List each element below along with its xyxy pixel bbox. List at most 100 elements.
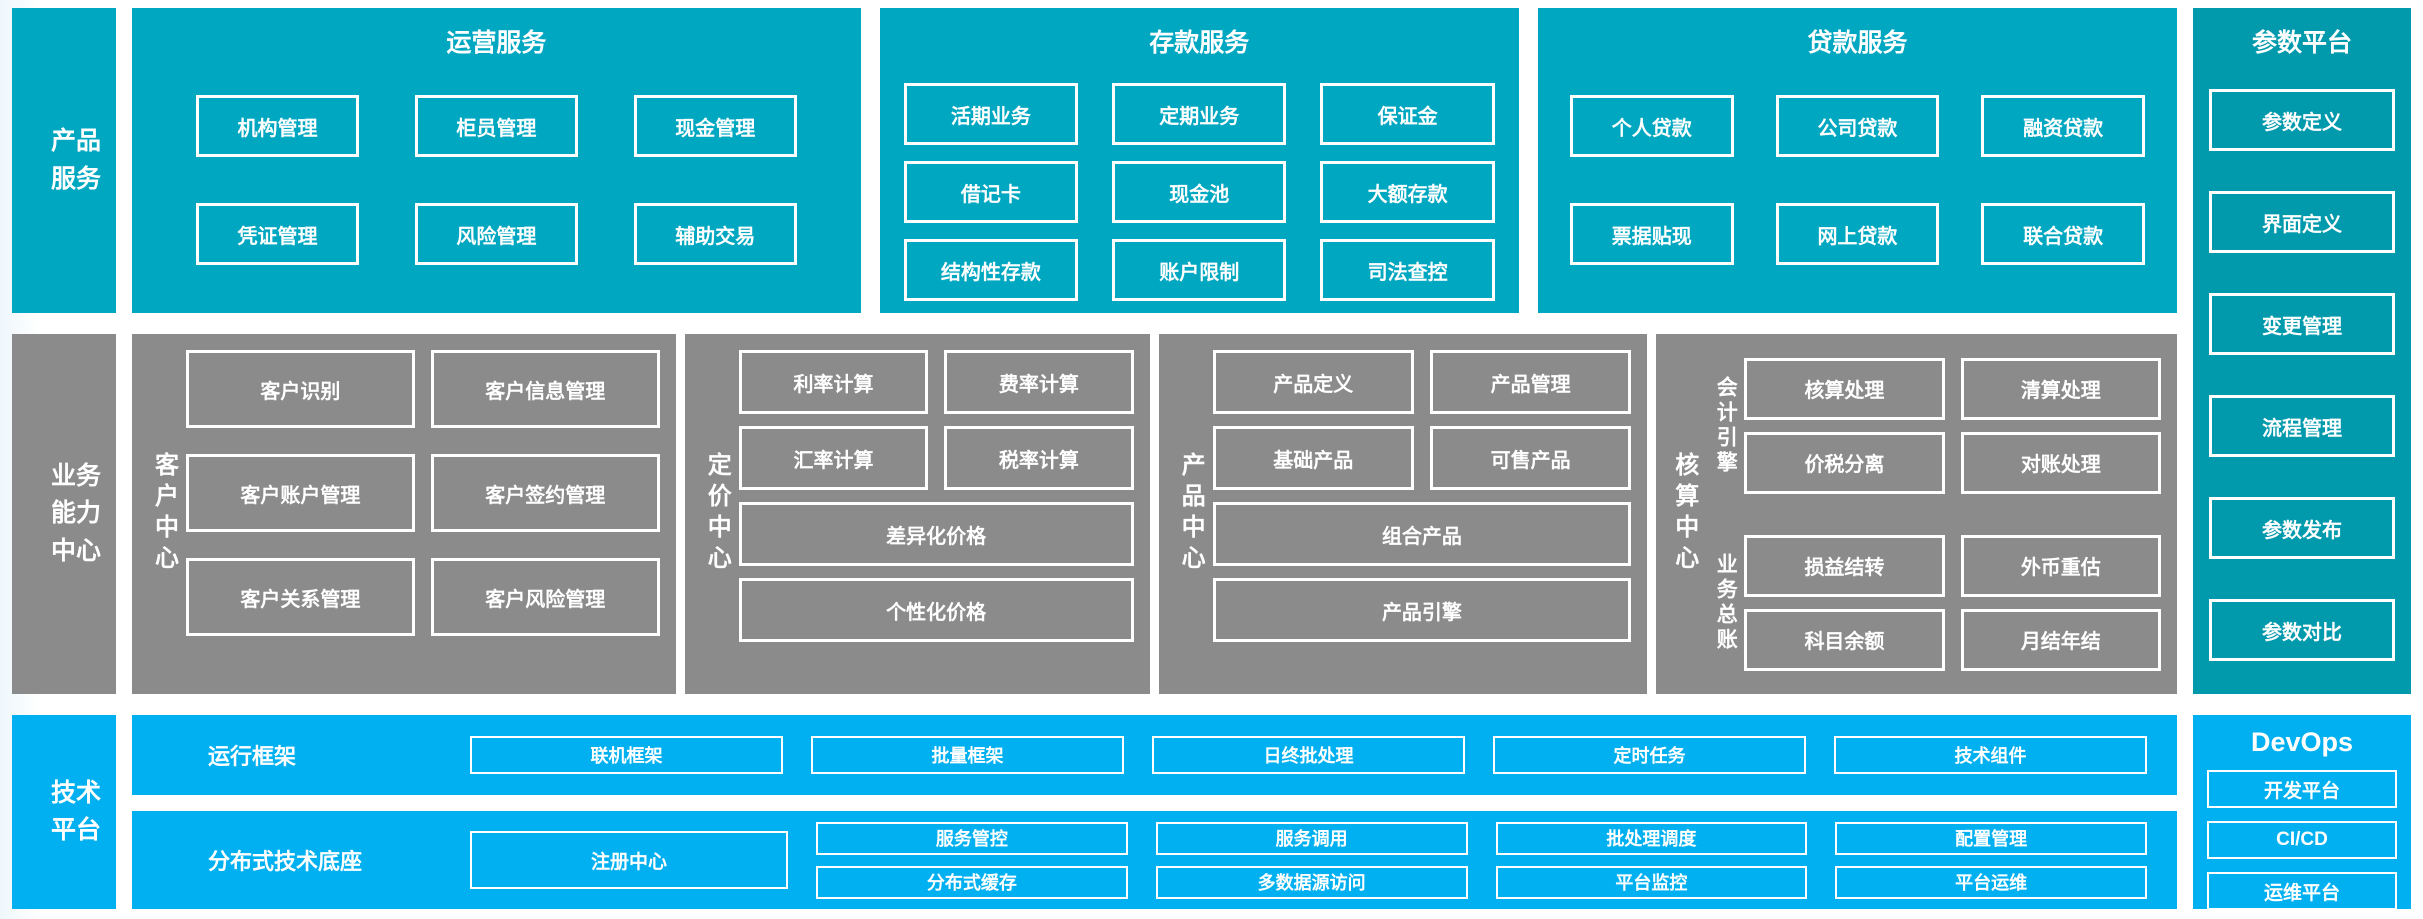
section-distributed-base: 分布式技术底座 注册中心 服务管控 服务调用 批处理调度 配置管理 分布式缓存 … xyxy=(132,811,2177,909)
operations-item: 辅助交易 xyxy=(633,203,797,265)
runtime-framework-label: 运行框架 xyxy=(208,744,297,769)
loan-item: 公司贷款 xyxy=(1775,95,1940,157)
runtime-item: 技术组件 xyxy=(1834,736,2147,774)
loan-boxes: 个人贷款 公司贷款 融资贷款 票据贴现 网上贷款 联合贷款 xyxy=(1538,95,2177,265)
runtime-boxes: 联机框架 批量框架 日终批处理 定时任务 技术组件 xyxy=(470,736,2147,774)
customer-boxes: 客户识别 客户信息管理 客户账户管理 客户签约管理 客户关系管理 客户风险管理 xyxy=(186,350,660,678)
accounting-groups: 会计引擎 核算处理 清算处理 价税分离 对账处理 业务总账 损益结转 外币重估 … xyxy=(1706,350,2161,678)
product-center-label: 产品中心 xyxy=(1177,452,1205,576)
deposit-boxes: 活期业务 定期业务 保证金 借记卡 现金池 大额存款 结构性存款 账户限制 司法… xyxy=(880,83,1519,301)
product-item: 可售产品 xyxy=(1429,426,1632,490)
loan-item: 票据贴现 xyxy=(1569,203,1734,265)
pricing-item: 个性化价格 xyxy=(738,578,1134,642)
product-item: 组合产品 xyxy=(1212,502,1632,566)
business-ledger-label: 业务总账 xyxy=(1714,552,1738,653)
section-pricing-center: 定价中心 利率计算 费率计算 汇率计算 税率计算 差异化价格 个性化价格 xyxy=(684,334,1150,694)
product-item: 产品管理 xyxy=(1429,350,1632,414)
pricing-item: 税率计算 xyxy=(944,426,1134,490)
operations-item: 柜员管理 xyxy=(414,95,578,157)
deposit-item: 活期业务 xyxy=(903,83,1079,145)
accounting-item: 科目余额 xyxy=(1744,608,1945,671)
customer-item: 客户风险管理 xyxy=(430,558,660,636)
accounting-engine-group: 会计引擎 核算处理 清算处理 价税分离 对账处理 xyxy=(1706,350,2161,501)
pricing-boxes: 利率计算 费率计算 汇率计算 税率计算 差异化价格 个性化价格 xyxy=(738,350,1134,678)
pricing-center-label: 定价中心 xyxy=(703,452,731,576)
band-label-product-services: 产品 服务 xyxy=(12,8,116,313)
section-title: 运营服务 xyxy=(446,29,547,57)
devops-item: 开发平台 xyxy=(2207,770,2397,808)
devops-title: DevOps xyxy=(2250,727,2354,757)
section-title: 参数平台 xyxy=(2251,29,2352,57)
loan-item: 融资贷款 xyxy=(1981,95,2146,157)
deposit-item: 司法查控 xyxy=(1320,239,1495,301)
product-item: 基础产品 xyxy=(1212,426,1414,490)
deposit-item: 定期业务 xyxy=(1112,83,1287,145)
pricing-item: 汇率计算 xyxy=(738,426,929,490)
deposit-item: 保证金 xyxy=(1320,83,1495,145)
distributed-item: 分布式缓存 xyxy=(816,865,1128,899)
parameter-item: 变更管理 xyxy=(2209,293,2395,355)
deposit-item: 借记卡 xyxy=(903,161,1079,223)
section-devops: DevOps 开发平台 CI/CD 运维平台 xyxy=(2193,715,2411,910)
distributed-item: 平台监控 xyxy=(1495,865,1808,899)
accounting-item: 价税分离 xyxy=(1744,431,1945,494)
runtime-item: 联机框架 xyxy=(470,736,783,774)
band-label-tech-platform: 技术 平台 xyxy=(12,715,116,909)
section-customer-center: 客户中心 客户识别 客户信息管理 客户账户管理 客户签约管理 客户关系管理 客户… xyxy=(132,334,676,694)
middle-band: 客户中心 客户识别 客户信息管理 客户账户管理 客户签约管理 客户关系管理 客户… xyxy=(132,334,2177,694)
section-title: 存款服务 xyxy=(1149,29,1250,57)
accounting-item: 月结年结 xyxy=(1960,608,2161,671)
deposit-item: 结构性存款 xyxy=(903,239,1079,301)
distributed-item: 多数据源访问 xyxy=(1155,865,1468,899)
accounting-center-label: 核算中心 xyxy=(1670,452,1698,576)
distributed-item: 配置管理 xyxy=(1835,821,2147,855)
devops-item: 运维平台 xyxy=(2207,872,2397,910)
runtime-item: 批量框架 xyxy=(811,736,1124,774)
parameter-item: 界面定义 xyxy=(2209,191,2395,253)
parameter-boxes: 参数定义 界面定义 变更管理 流程管理 参数发布 参数对比 xyxy=(2193,59,2411,661)
parameter-item: 流程管理 xyxy=(2209,395,2395,457)
operations-item: 现金管理 xyxy=(633,95,797,157)
runtime-item: 定时任务 xyxy=(1493,736,1806,774)
distributed-base-label: 分布式技术底座 xyxy=(208,849,363,874)
bottom-band: 运行框架 联机框架 批量框架 日终批处理 定时任务 技术组件 分布式技术底座 注… xyxy=(132,715,2177,909)
accounting-item: 外币重估 xyxy=(1960,534,2161,597)
distributed-item: 平台运维 xyxy=(1835,865,2147,899)
distributed-item: 服务管控 xyxy=(816,821,1128,855)
devops-boxes: 开发平台 CI/CD 运维平台 xyxy=(2193,758,2411,910)
distributed-item: 批处理调度 xyxy=(1495,821,1808,855)
accounting-item: 清算处理 xyxy=(1960,357,2161,420)
parameter-item: 参数对比 xyxy=(2209,599,2395,661)
accounting-item: 对账处理 xyxy=(1960,431,2161,494)
section-accounting-center: 核算中心 会计引擎 核算处理 清算处理 价税分离 对账处理 业务总账 损益结转 … xyxy=(1656,334,2177,694)
accounting-engine-boxes: 核算处理 清算处理 价税分离 对账处理 xyxy=(1744,350,2161,501)
operations-item: 凭证管理 xyxy=(196,203,359,265)
operations-item: 风险管理 xyxy=(414,203,578,265)
section-deposit-services: 存款服务 活期业务 定期业务 保证金 借记卡 现金池 大额存款 结构性存款 账户… xyxy=(879,8,1519,313)
parameter-item: 参数定义 xyxy=(2209,89,2395,151)
loan-item: 个人贷款 xyxy=(1569,95,1734,157)
accounting-item: 核算处理 xyxy=(1744,357,1945,420)
pricing-item: 差异化价格 xyxy=(738,502,1134,566)
product-item: 产品定义 xyxy=(1212,350,1414,414)
product-boxes: 产品定义 产品管理 基础产品 可售产品 组合产品 产品引擎 xyxy=(1212,350,1632,678)
section-title: 贷款服务 xyxy=(1807,29,1908,57)
pricing-item: 费率计算 xyxy=(944,350,1134,414)
deposit-item: 账户限制 xyxy=(1112,239,1287,301)
distributed-boxes: 服务管控 服务调用 批处理调度 配置管理 分布式缓存 多数据源访问 平台监控 平… xyxy=(816,821,2147,899)
deposit-item: 现金池 xyxy=(1112,161,1287,223)
loan-item: 联合贷款 xyxy=(1981,203,2146,265)
customer-item: 客户识别 xyxy=(186,350,415,428)
business-ledger-group: 业务总账 损益结转 外币重估 科目余额 月结年结 xyxy=(1706,527,2161,678)
section-runtime-framework: 运行框架 联机框架 批量框架 日终批处理 定时任务 技术组件 xyxy=(132,715,2177,795)
section-parameter-platform: 参数平台 参数定义 界面定义 变更管理 流程管理 参数发布 参数对比 xyxy=(2193,8,2411,694)
loan-item: 网上贷款 xyxy=(1775,203,1940,265)
operations-boxes: 机构管理 柜员管理 现金管理 凭证管理 风险管理 辅助交易 xyxy=(132,95,861,265)
band-label-business-capability: 业务 能力 中心 xyxy=(12,334,116,694)
pricing-item: 利率计算 xyxy=(738,350,929,414)
section-operations-services: 运营服务 机构管理 柜员管理 现金管理 凭证管理 风险管理 辅助交易 xyxy=(132,8,861,313)
accounting-engine-label: 会计引擎 xyxy=(1714,375,1738,476)
top-band: 运营服务 机构管理 柜员管理 现金管理 凭证管理 风险管理 辅助交易 存款服务 … xyxy=(132,8,2178,313)
customer-item: 客户信息管理 xyxy=(430,350,660,428)
customer-item: 客户账户管理 xyxy=(186,454,415,532)
